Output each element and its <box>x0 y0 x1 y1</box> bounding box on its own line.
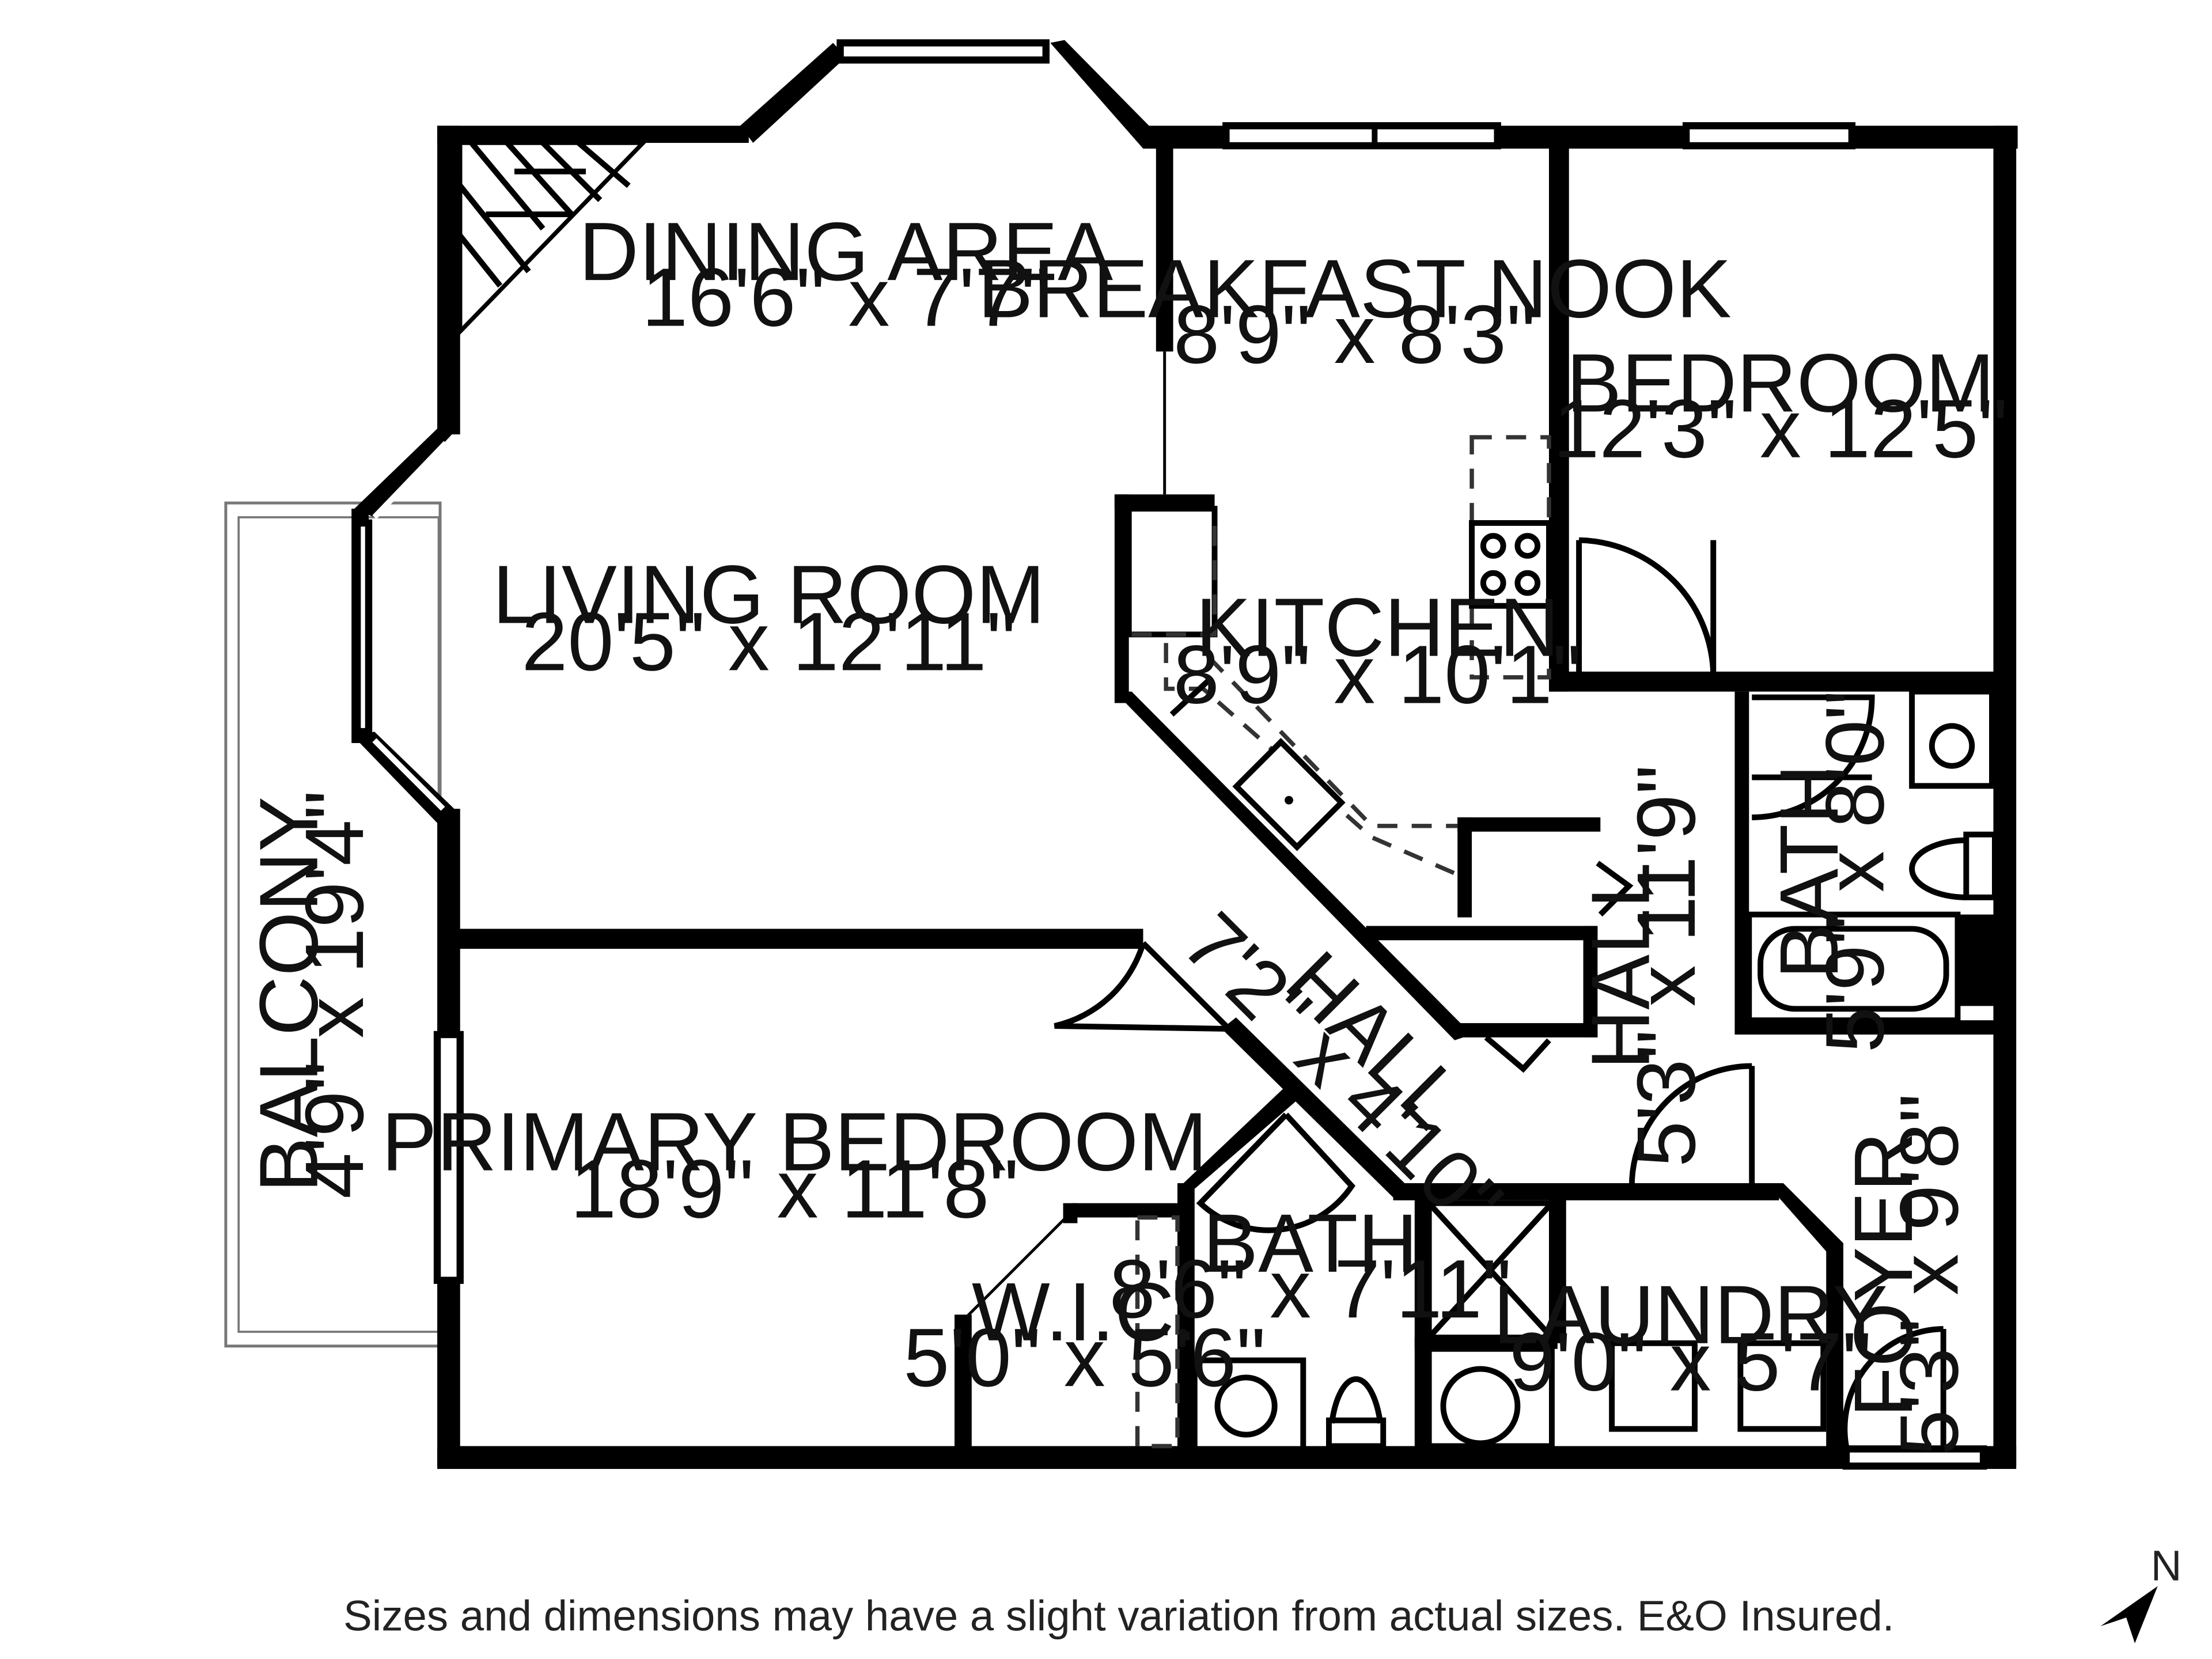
balcony-size: 4'9" x 19'4" <box>289 790 381 1199</box>
bedroom-size: 12'3" x 12'5" <box>1553 383 2008 475</box>
windows <box>353 122 1856 1284</box>
hall-vertical-size: 5'3" x 11'9" <box>1620 765 1713 1167</box>
room-label-bedroom: BEDROOM 12'3" x 12'5" <box>1553 337 2008 475</box>
room-label-wic: W.I.C. 5'0" x 5'6" <box>903 1266 1266 1404</box>
room-label-primary: PRIMARY BEDROOM 18'9" x 11'8" <box>381 1096 1207 1236</box>
laundry-name: LAUNDRY <box>1493 1269 1888 1361</box>
room-label-laundry: LAUNDRY 9'0" x 5'7" <box>1493 1269 1888 1408</box>
wic-size: 5'0" x 5'6" <box>903 1312 1266 1404</box>
compass-label: N <box>2151 1542 2182 1590</box>
stair-hatch <box>457 141 649 337</box>
room-label-foyer: FOYER 5'3" x 9'8" <box>1838 1093 1975 1456</box>
foyer-size: 5'3" x 9'8" <box>1883 1093 1975 1456</box>
bedroom-name: BEDROOM <box>1566 337 1994 429</box>
upper-bath-fixtures <box>1746 688 1998 1024</box>
dining-size: 16'6" x 7'7" <box>642 252 1050 344</box>
room-label-living: LIVING ROOM 20'5" x 12'11" <box>493 549 1045 688</box>
room-label-balcony: BALCONY 4'9" x 19'4" <box>243 790 381 1199</box>
hall-vertical-name: HALL <box>1575 862 1667 1070</box>
disclaimer-note: Sizes and dimensions may have a slight v… <box>343 1592 1894 1639</box>
lower-fixtures <box>1135 1200 1827 1452</box>
room-label-breakfast: BREAKFAST NOOK 8'9" x 8'3" <box>978 243 1731 381</box>
living-size: 20'5" x 12'11" <box>521 596 1016 688</box>
dining-name: DINING AREA <box>579 206 1113 298</box>
room-label-bath-lower: BATH 8'6" x 7'11" <box>1109 1198 1512 1335</box>
doors <box>1054 537 1946 1447</box>
room-label-hall-vertical: HALL 5'3" x 11'9" <box>1575 765 1713 1167</box>
living-name: LIVING ROOM <box>493 549 1045 641</box>
breakfast-name: BREAKFAST NOOK <box>978 243 1731 335</box>
bath-upper-size: 5'9" x 8'0" <box>1809 691 1901 1053</box>
breakfast-size: 8'9" x 8'3" <box>1173 289 1536 381</box>
compass-arrow-icon: N <box>2100 1542 2182 1643</box>
bath-upper-name: BATH <box>1763 764 1855 979</box>
primary-size: 18'9" x 11'8" <box>570 1143 1018 1235</box>
bath-lower-size: 8'6" x 7'11" <box>1109 1243 1512 1335</box>
kitchen-name: KITCHEN <box>1196 582 1559 674</box>
room-label-bath-upper: BATH 5'9" x 8'0" <box>1763 691 1901 1053</box>
laundry-size: 9'0" x 5'7" <box>1509 1316 1872 1408</box>
wic-name: W.I.C. <box>972 1266 1198 1358</box>
primary-name: PRIMARY BEDROOM <box>381 1096 1207 1188</box>
foyer-name: FOYER <box>1838 1132 1930 1418</box>
kitchen-fixtures <box>1126 435 1552 877</box>
room-label-dining: DINING AREA 16'6" x 7'7" <box>579 206 1113 343</box>
bath-lower-name: BATH <box>1203 1198 1418 1290</box>
balcony-name: BALCONY <box>243 797 335 1193</box>
room-label-kitchen: KITCHEN 8'9" x 10'1" <box>1173 582 1582 721</box>
kitchen-size: 8'9" x 10'1" <box>1173 628 1582 721</box>
